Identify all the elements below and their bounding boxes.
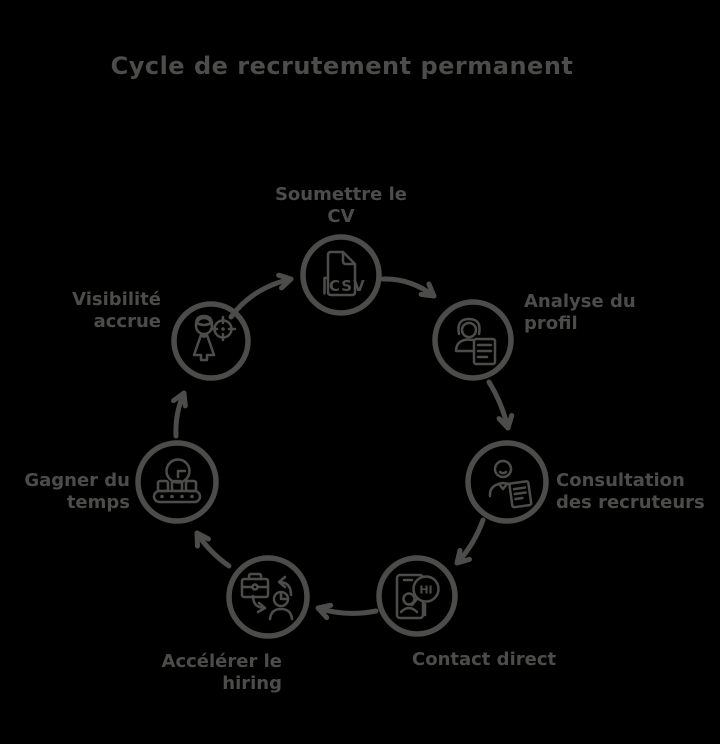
arrow-consultation-to-contact-icon: [454, 517, 486, 566]
arrow-accelerer-to-gagner-icon: [194, 530, 232, 569]
person-target-icon: [192, 314, 237, 362]
arrow-soumettre-to-analyse-icon: [380, 276, 437, 299]
node-circle-consultation-recruteurs: [465, 440, 549, 524]
node-label-accelerer-hiring: Accélérer le hiring: [161, 651, 282, 694]
briefcase-candidate-cycle-icon: [240, 572, 294, 621]
arrow-gagner-to-visibilite-icon: [171, 390, 188, 439]
node-circle-accelerer-hiring: [226, 555, 310, 639]
node-circle-contact-direct: [376, 555, 458, 637]
clock-conveyor-icon: [152, 458, 202, 504]
chat-bubble-text: HI: [419, 584, 432, 597]
recruiter-clipboard-icon: [488, 459, 533, 509]
node-circle-analyse-profil: [432, 299, 514, 381]
arrow-contact-to-accelerer-icon: [315, 602, 379, 621]
node-circle-visibilite-accrue: [171, 301, 251, 381]
node-label-consultation-recruteurs: Consultation des recruteurs: [556, 470, 705, 513]
node-label-gagner-temps: Gagner du temps: [24, 470, 130, 513]
node-label-analyse-profil: Analyse du profil: [524, 291, 636, 334]
csv-document-icon: CSV: [323, 250, 366, 297]
node-circle-gagner-temps: [135, 440, 219, 524]
csv-label: CSV: [329, 277, 366, 295]
arrow-visibilite-to-soumettre-icon: [228, 272, 294, 320]
diagram-title: Cycle de recrutement permanent: [110, 52, 574, 80]
arrow-analyse-to-consultation-icon: [486, 379, 515, 431]
node-label-contact-direct: Contact direct: [412, 649, 557, 670]
profile-review-icon: [454, 317, 497, 366]
phone-chat-icon: HI: [395, 573, 440, 620]
node-label-soumettre-cv: Soumettre le CV: [274, 184, 408, 227]
node-circle-soumettre-cv: [300, 234, 382, 316]
node-label-visibilite-accrue: Visibilité accrue: [72, 289, 161, 332]
